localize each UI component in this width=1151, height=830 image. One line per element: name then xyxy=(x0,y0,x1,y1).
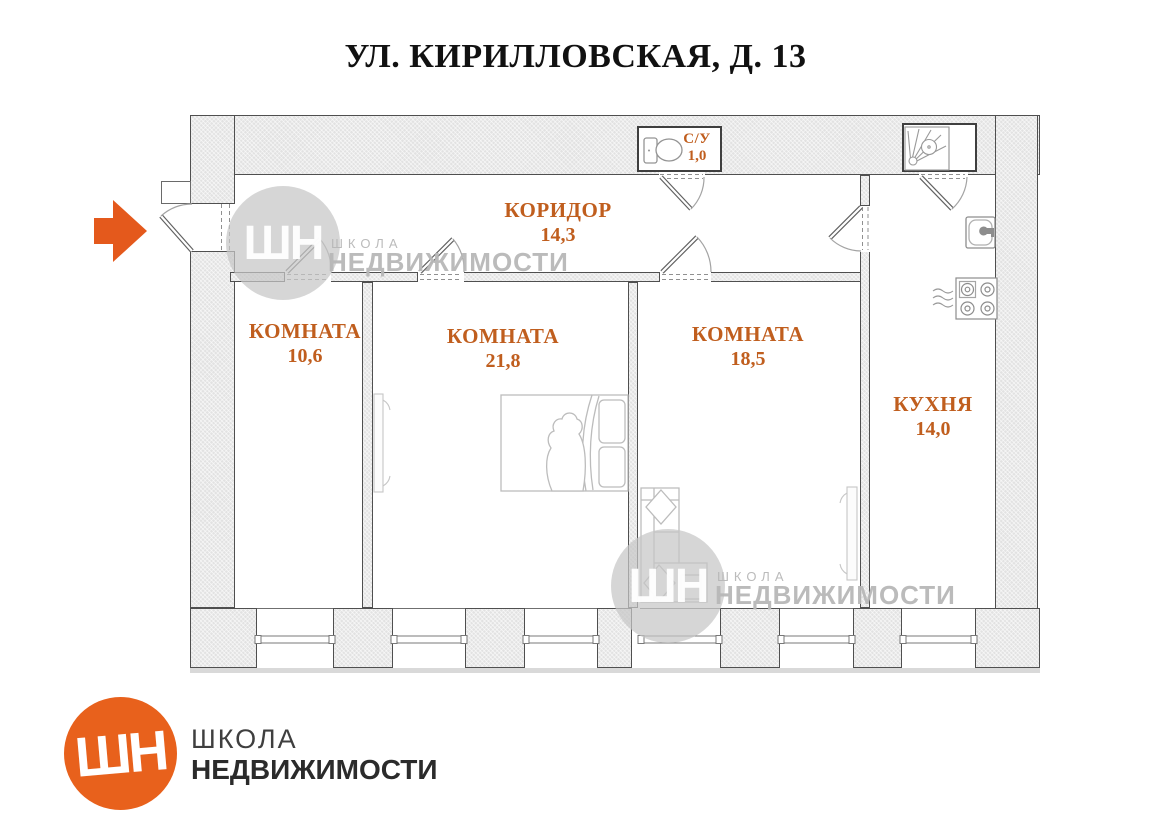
room-area: 14,0 xyxy=(915,418,951,440)
watermark-text-line2: НЕДВИЖИМОСТИ xyxy=(715,580,956,610)
label-bathroom: С/У 1,0 xyxy=(672,131,722,165)
door-opening xyxy=(859,206,871,252)
label-room-right: КОМНАТА 18,5 xyxy=(668,322,828,371)
door-opening xyxy=(660,271,711,283)
page-title: УЛ. КИРИЛЛОВСКАЯ, Д. 13 xyxy=(344,38,807,75)
logo-text-line2: НЕДВИЖИМОСТИ xyxy=(191,754,438,785)
pier xyxy=(853,608,902,668)
watermark-logo-circle: ШН xyxy=(611,529,725,643)
pier xyxy=(720,608,780,668)
wall-top xyxy=(190,115,1040,175)
door-icon xyxy=(660,235,712,274)
room-name: КУХНЯ xyxy=(893,392,973,416)
room-area: 21,8 xyxy=(485,350,521,372)
plan-baseline xyxy=(190,668,1040,673)
company-logo-icon: ШН xyxy=(64,697,177,810)
wall-corridor xyxy=(710,272,862,282)
room-name: КОМНАТА xyxy=(446,324,560,348)
wall-room-divider xyxy=(362,282,373,608)
stove-icon xyxy=(955,277,998,320)
entrance-arrow-icon xyxy=(94,200,147,262)
label-room-left: КОМНАТА 10,6 xyxy=(225,319,385,368)
room-name: КОМНАТА xyxy=(691,322,805,346)
watermark-monogram: ШН xyxy=(628,559,710,613)
wall-left-lower xyxy=(190,251,235,608)
wall-right xyxy=(995,115,1038,668)
logo-text-line1: ШКОЛА xyxy=(191,724,298,754)
room-name: С/У xyxy=(683,131,711,147)
watermark-logo-circle: ШН xyxy=(226,186,340,300)
shower-box xyxy=(902,123,977,172)
bed-icon xyxy=(500,394,629,492)
wardrobe-door-icon xyxy=(373,393,858,581)
watermark-monogram: ШН xyxy=(243,216,325,270)
entry-door-icon xyxy=(159,203,194,253)
wall-left-upper xyxy=(190,115,235,204)
room-name: КОМНАТА xyxy=(248,319,362,343)
door-opening xyxy=(919,172,968,181)
heat-waves-icon xyxy=(932,288,954,308)
watermark-text-line2: НЕДВИЖИМОСТИ xyxy=(328,247,569,277)
entry-porch xyxy=(161,181,191,204)
door-opening xyxy=(659,172,705,181)
pier xyxy=(465,608,525,668)
pier xyxy=(190,608,257,668)
door-icon xyxy=(919,175,968,211)
room-area: 10,6 xyxy=(287,345,323,367)
label-room-center: КОМНАТА 21,8 xyxy=(423,324,583,373)
label-kitchen: КУХНЯ 14,0 xyxy=(872,392,994,441)
door-icon xyxy=(659,175,705,211)
watermark-text-line1: ШКОЛА xyxy=(331,236,403,251)
door-icon xyxy=(828,205,863,252)
pier xyxy=(975,608,1040,668)
watermark-text-line1: ШКОЛА xyxy=(717,569,789,584)
room-area: 18,5 xyxy=(730,348,766,370)
sink-icon xyxy=(965,216,996,249)
room-area: 1,0 xyxy=(687,148,707,164)
room-name: КОРИДОР xyxy=(504,198,612,222)
wall-kitchen-upper xyxy=(860,175,870,206)
pier xyxy=(333,608,393,668)
label-corridor: КОРИДОР 14,3 xyxy=(458,198,658,247)
wall-kitchen-lower xyxy=(860,251,870,608)
room-area: 14,3 xyxy=(540,224,576,246)
logo-monogram: ШН xyxy=(72,718,169,789)
